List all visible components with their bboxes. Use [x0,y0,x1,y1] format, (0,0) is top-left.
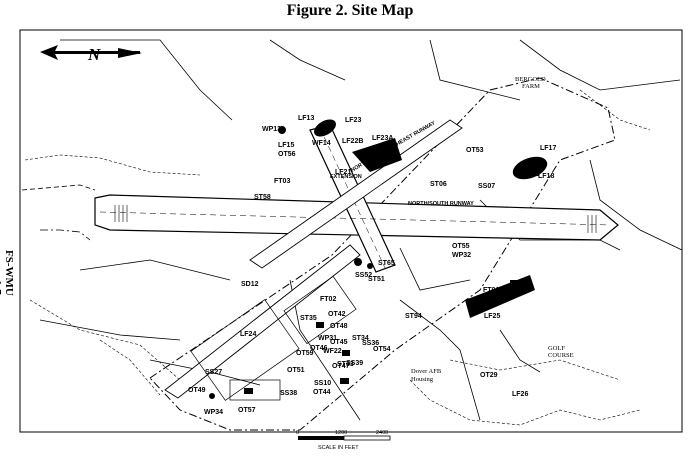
site-label-ot51: OT51 [287,367,305,374]
site-label-ot46: OT46 [310,345,328,352]
site-label-ot29: OT29 [480,372,498,379]
map-frame [19,29,683,433]
place-label: BERGOLD [515,76,546,83]
site-label-st35: ST35 [300,315,317,322]
place-label: GOLF [548,345,565,352]
site-label-ot56: OT56 [278,151,296,158]
site-label-st58: ST58 [254,194,271,201]
site-label-ss27: SS27 [205,369,222,376]
site-label-lf22b: LF22B [342,138,363,145]
runways: NORTHWEST/SOUTHEAST RUNWAY NORTH/SOUTH R… [94,119,619,399]
site-label-wf22: WF22 [323,348,342,355]
site-label-ot48: OT48 [330,323,348,330]
site-label-ot44: OT44 [313,389,331,396]
site-label-ot55: OT55 [452,243,470,250]
north-arrow-icon: N [40,45,142,64]
site-label-ot59: OT59 [296,350,314,357]
landfill-areas [209,119,548,399]
svg-text:1-7: 1-7 [0,280,3,295]
site-label-wp13: WP13 [262,126,281,133]
site-label-lf23: LF23 [345,117,361,124]
scale-bar: 0 1200 2400 SCALE IN FEET [296,430,391,451]
figure-title: Figure 2. Site Map [286,2,414,19]
site-label-lf17: LF17 [540,145,556,152]
site-label-wp32: WP32 [452,252,471,259]
site-label-ot42: OT42 [328,311,346,318]
site-label-lf13: LF13 [298,115,314,122]
north-label: N [87,45,101,64]
site-label-ot57: OT57 [238,407,256,414]
site-label-ss07: SS07 [478,183,495,190]
svg-text:2400: 2400 [376,430,388,436]
svg-text:1200: 1200 [335,430,347,436]
place-label: Dover AFB [411,368,442,375]
site-label-ss38: SS38 [280,390,297,397]
base-boundary [149,77,616,431]
site-label-ss10: SS10 [314,380,331,387]
site-label-lf16: LF16 [523,171,539,178]
site-label-wp34: WP34 [204,409,223,416]
site-label-wp31: WP31 [318,335,337,342]
svg-text:SCALE IN FEET: SCALE IN FEET [318,445,359,451]
site-label-sd12: SD12 [241,281,259,288]
site-label-lf24: LF24 [240,331,256,338]
place-label: Housing [411,376,434,383]
site-label-ot47: OT47 [332,363,350,370]
site-label-ss39: SS39 [346,360,363,367]
site-label-wf14: WF14 [312,140,331,147]
side-label: FS-WMU 1-7 [0,250,15,296]
site-label-lf26: LF26 [512,391,528,398]
site-label-ft03: FT03 [274,178,290,185]
site-label-lf15: LF15 [278,142,294,149]
site-label-lf18: LF18 [538,173,554,180]
site-label-st51: ST51 [368,276,385,283]
runway-label-ns: NORTH/SOUTH RUNWAY [408,201,474,207]
place-label: FARM [522,83,540,90]
site-label-ss36: SS36 [362,340,379,347]
site-label-st33: ST33 [337,361,354,368]
place-label: COURSE [548,352,574,359]
site-label-st34: ST34 [352,335,369,342]
runway-label-extension: EXTENSION [330,174,362,180]
site-label-ft01: FT01 [483,287,499,294]
site-label-ot45: OT45 [330,339,348,346]
site-label-lf21: LF21 [335,169,351,176]
site-label-lf23a: LF23A [372,135,393,142]
site-label-st65: ST65 [378,260,395,267]
site-label-ft02: FT02 [320,296,336,303]
site-label-st94: ST94 [405,313,422,320]
site-label-lf25: LF25 [484,313,500,320]
site-label-ot54: OT54 [373,346,391,353]
site-label-ss52: SS52 [355,272,372,279]
site-label-st06: ST06 [430,181,447,188]
svg-text:FS-WMU: FS-WMU [3,250,15,296]
svg-text:0: 0 [296,430,299,436]
site-label-ot49: OT49 [188,387,206,394]
site-label-ot53: OT53 [466,147,484,154]
